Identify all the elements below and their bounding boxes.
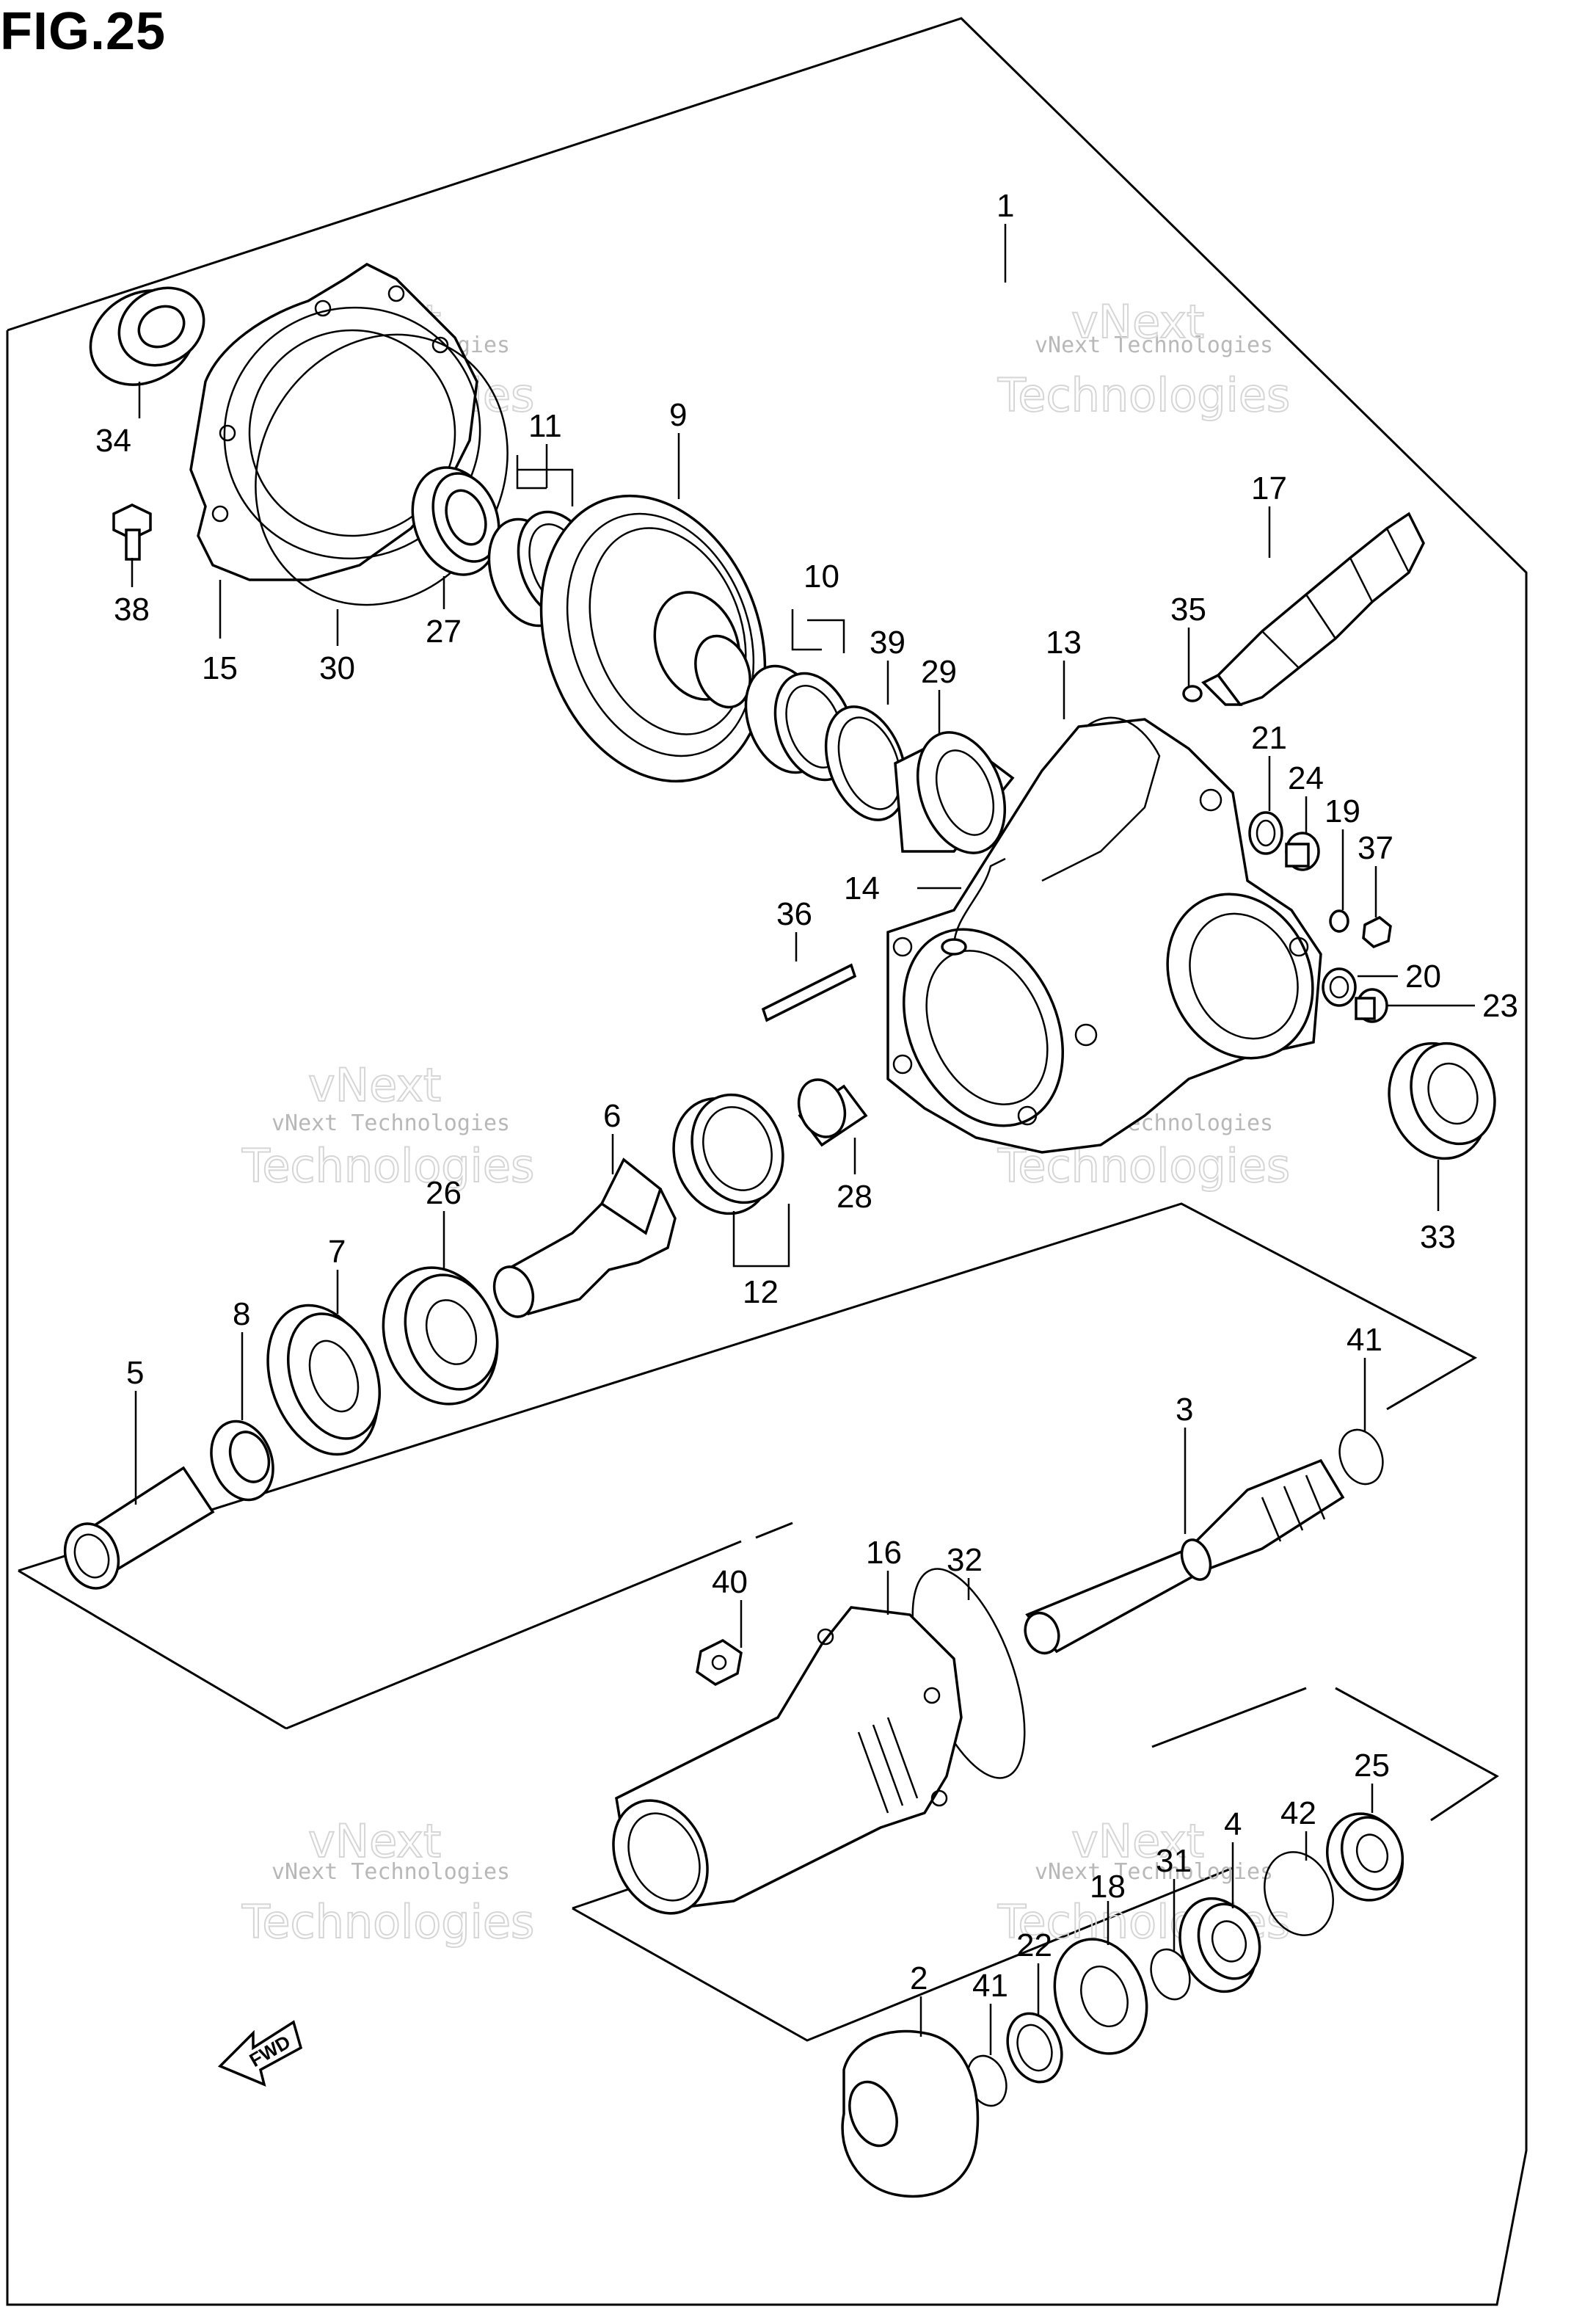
- part-16-housing: [612, 1606, 963, 1915]
- callout-15: 15: [202, 650, 238, 686]
- svg-text:vNext Technologies: vNext Technologies: [272, 1110, 510, 1136]
- part-14-breather-hose: [952, 857, 1006, 948]
- callout-labels: 1 2 3 4 5 6 7 8 9 10 11 12 13 14 15 16 1…: [95, 188, 1518, 2004]
- part-31-o-ring: [1150, 1948, 1191, 2001]
- part-15-housing-cover: [189, 262, 481, 581]
- callout-3: 3: [1176, 1392, 1193, 1428]
- callout-29: 29: [921, 654, 957, 690]
- callout-41-lower: 41: [972, 1968, 1008, 2004]
- part-22-washer: [1006, 2012, 1063, 2084]
- part-39-washer: [824, 705, 908, 821]
- part-35-clamp: [1182, 685, 1203, 702]
- callout-30: 30: [319, 650, 355, 686]
- part-18-cover: [1053, 1938, 1148, 2055]
- callout-26: 26: [426, 1175, 462, 1211]
- callout-5: 5: [126, 1355, 144, 1391]
- part-8-collar: [210, 1419, 274, 1502]
- callout-21: 21: [1251, 720, 1287, 756]
- callout-41-upper: 41: [1347, 1322, 1382, 1358]
- part-23-plug: [1355, 988, 1388, 1023]
- callout-24: 24: [1288, 760, 1324, 796]
- callout-27: 27: [426, 614, 462, 650]
- callout-39: 39: [870, 625, 906, 661]
- part-33-oil-seal: [1388, 1042, 1496, 1160]
- part-25-bearing: [1325, 1812, 1404, 1902]
- callout-40: 40: [712, 1564, 748, 1600]
- callout-9: 9: [669, 397, 687, 433]
- part-40-nut: [696, 1638, 743, 1687]
- part-29-bearing: [894, 731, 1015, 854]
- part-28-needle-bearing: [797, 1078, 868, 1147]
- callout-8: 8: [233, 1296, 250, 1332]
- callout-12: 12: [743, 1274, 779, 1310]
- svg-text:vNext Technologies: vNext Technologies: [1035, 332, 1273, 358]
- callout-36: 36: [776, 896, 812, 932]
- part-34-oil-seal: [89, 286, 205, 386]
- svg-text:vNext Technologies: vNext Technologies: [272, 1859, 510, 1885]
- callout-2: 2: [910, 1960, 928, 1996]
- shaft-group-frame-1: [18, 1202, 1478, 1572]
- part-17-boot: [1201, 512, 1425, 707]
- callout-22: 22: [1016, 1927, 1052, 1963]
- callout-1: 1: [996, 188, 1014, 224]
- callout-10: 10: [804, 559, 839, 595]
- callout-13: 13: [1046, 625, 1082, 661]
- part-27-bearing: [411, 466, 500, 576]
- part-37-bolt: [1362, 915, 1392, 949]
- svg-text:vNext: vNext: [308, 1814, 441, 1868]
- callout-4: 4: [1224, 1806, 1242, 1842]
- callout-38: 38: [114, 592, 150, 628]
- callout-32: 32: [947, 1542, 983, 1578]
- svg-text:vNext: vNext: [1071, 1814, 1204, 1868]
- callout-7: 7: [328, 1234, 346, 1270]
- callout-25: 25: [1354, 1748, 1390, 1784]
- part-19-washer: [1329, 909, 1349, 933]
- callout-37: 37: [1358, 830, 1393, 866]
- callout-11: 11: [528, 408, 562, 444]
- callout-35: 35: [1170, 592, 1206, 628]
- part-6-drive-pinion: [492, 1157, 677, 1318]
- part-4-oil-seal: [1178, 1897, 1261, 1993]
- svg-text:Technologies: Technologies: [241, 1895, 534, 1949]
- callout-33: 33: [1420, 1219, 1456, 1255]
- callout-18: 18: [1090, 1869, 1126, 1905]
- fwd-arrow-icon: [217, 2020, 303, 2087]
- svg-text:vNext: vNext: [1071, 295, 1204, 349]
- part-2-cap: [841, 2029, 980, 2198]
- callout-23: 23: [1482, 988, 1518, 1024]
- callout-14: 14: [844, 870, 880, 906]
- part-42-circlip: [1264, 1851, 1334, 1936]
- part-26-bearing: [382, 1266, 499, 1406]
- part-41-snap-ring-upper: [1338, 1428, 1384, 1486]
- svg-text:Technologies: Technologies: [997, 368, 1290, 422]
- part-7-bearing: [266, 1304, 382, 1456]
- assembly-frame: [6, 17, 1528, 2306]
- part-13-gear-case: [886, 716, 1322, 1154]
- callout-42: 42: [1280, 1795, 1316, 1831]
- figure-title: FIG.25: [0, 2, 167, 61]
- callout-34: 34: [95, 423, 131, 459]
- svg-text:Technologies: Technologies: [241, 1139, 534, 1193]
- part-3-shaft: [1024, 1458, 1345, 1655]
- callout-20: 20: [1405, 959, 1441, 995]
- leader-lines: [131, 224, 1475, 2055]
- svg-text:vNext: vNext: [308, 1058, 441, 1112]
- part-5-sleeve: [63, 1466, 215, 1590]
- part-20-gasket: [1322, 967, 1357, 1007]
- callout-17: 17: [1251, 470, 1287, 506]
- callout-28: 28: [837, 1179, 872, 1215]
- callout-19: 19: [1324, 793, 1360, 829]
- part-21-gasket: [1248, 811, 1283, 855]
- part-36-stud: [761, 963, 857, 1022]
- callout-16: 16: [866, 1535, 902, 1571]
- part-12-shims: [672, 1093, 784, 1215]
- callout-31: 31: [1156, 1843, 1192, 1879]
- part-24-plug: [1285, 832, 1320, 871]
- part-9-ring-gear: [539, 494, 767, 783]
- part-38-bolt: [112, 504, 152, 561]
- callout-6: 6: [603, 1098, 621, 1134]
